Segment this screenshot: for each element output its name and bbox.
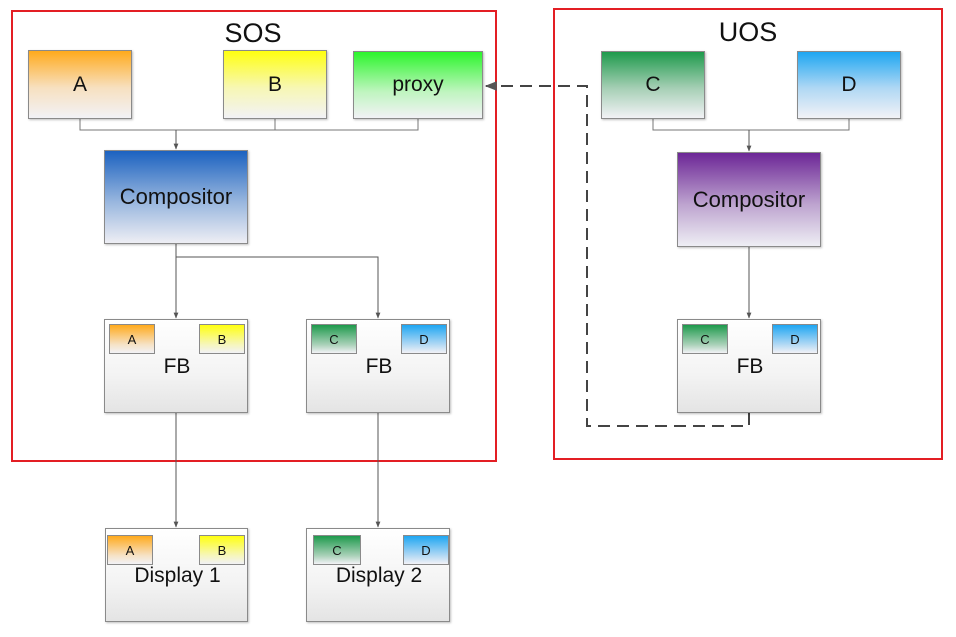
sos-compositor: Compositor: [104, 150, 248, 244]
fb-tile-c: C: [311, 324, 357, 354]
uos-fb: C D FB: [677, 319, 821, 413]
connector-uos-apps-to-compositor: [652, 119, 850, 131]
app-a: A: [28, 50, 132, 119]
uos-title: UOS: [718, 17, 778, 47]
app-b: B: [223, 50, 327, 119]
sos-fb-right: C D FB: [306, 319, 450, 413]
display-tile-d: D: [403, 535, 449, 565]
uos-compositor: Compositor: [677, 152, 821, 247]
display-label: Display 1: [134, 564, 221, 587]
fb-tile-d: D: [401, 324, 447, 354]
connector-apps-to-sos-compositor: [79, 119, 419, 131]
display-tile-b: B: [199, 535, 245, 565]
display-2: C D Display 2: [306, 528, 450, 622]
fb-tile-a: A: [109, 324, 155, 354]
app-c: C: [601, 51, 705, 119]
arrow-sos-compositor-to-fb-right: [176, 256, 381, 319]
display-1: A B Display 1: [105, 528, 248, 622]
fb-label: FB: [736, 355, 764, 378]
fb-tile-b: B: [199, 324, 245, 354]
sos-container: [11, 10, 497, 462]
uos-container: [553, 8, 943, 460]
dashed-uos-fb-to-proxy: [484, 81, 750, 427]
fb-label: FB: [365, 355, 393, 378]
display-tile-a: A: [107, 535, 153, 565]
display-tile-c: C: [313, 535, 361, 565]
fb-tile-d: D: [772, 324, 818, 354]
app-proxy: proxy: [353, 51, 483, 119]
sos-title: SOS: [224, 18, 282, 48]
fb-label: FB: [163, 355, 191, 378]
app-d: D: [797, 51, 901, 119]
display-label: Display 2: [335, 564, 423, 587]
sos-fb-left: A B FB: [104, 319, 248, 413]
fb-tile-c: C: [682, 324, 728, 354]
